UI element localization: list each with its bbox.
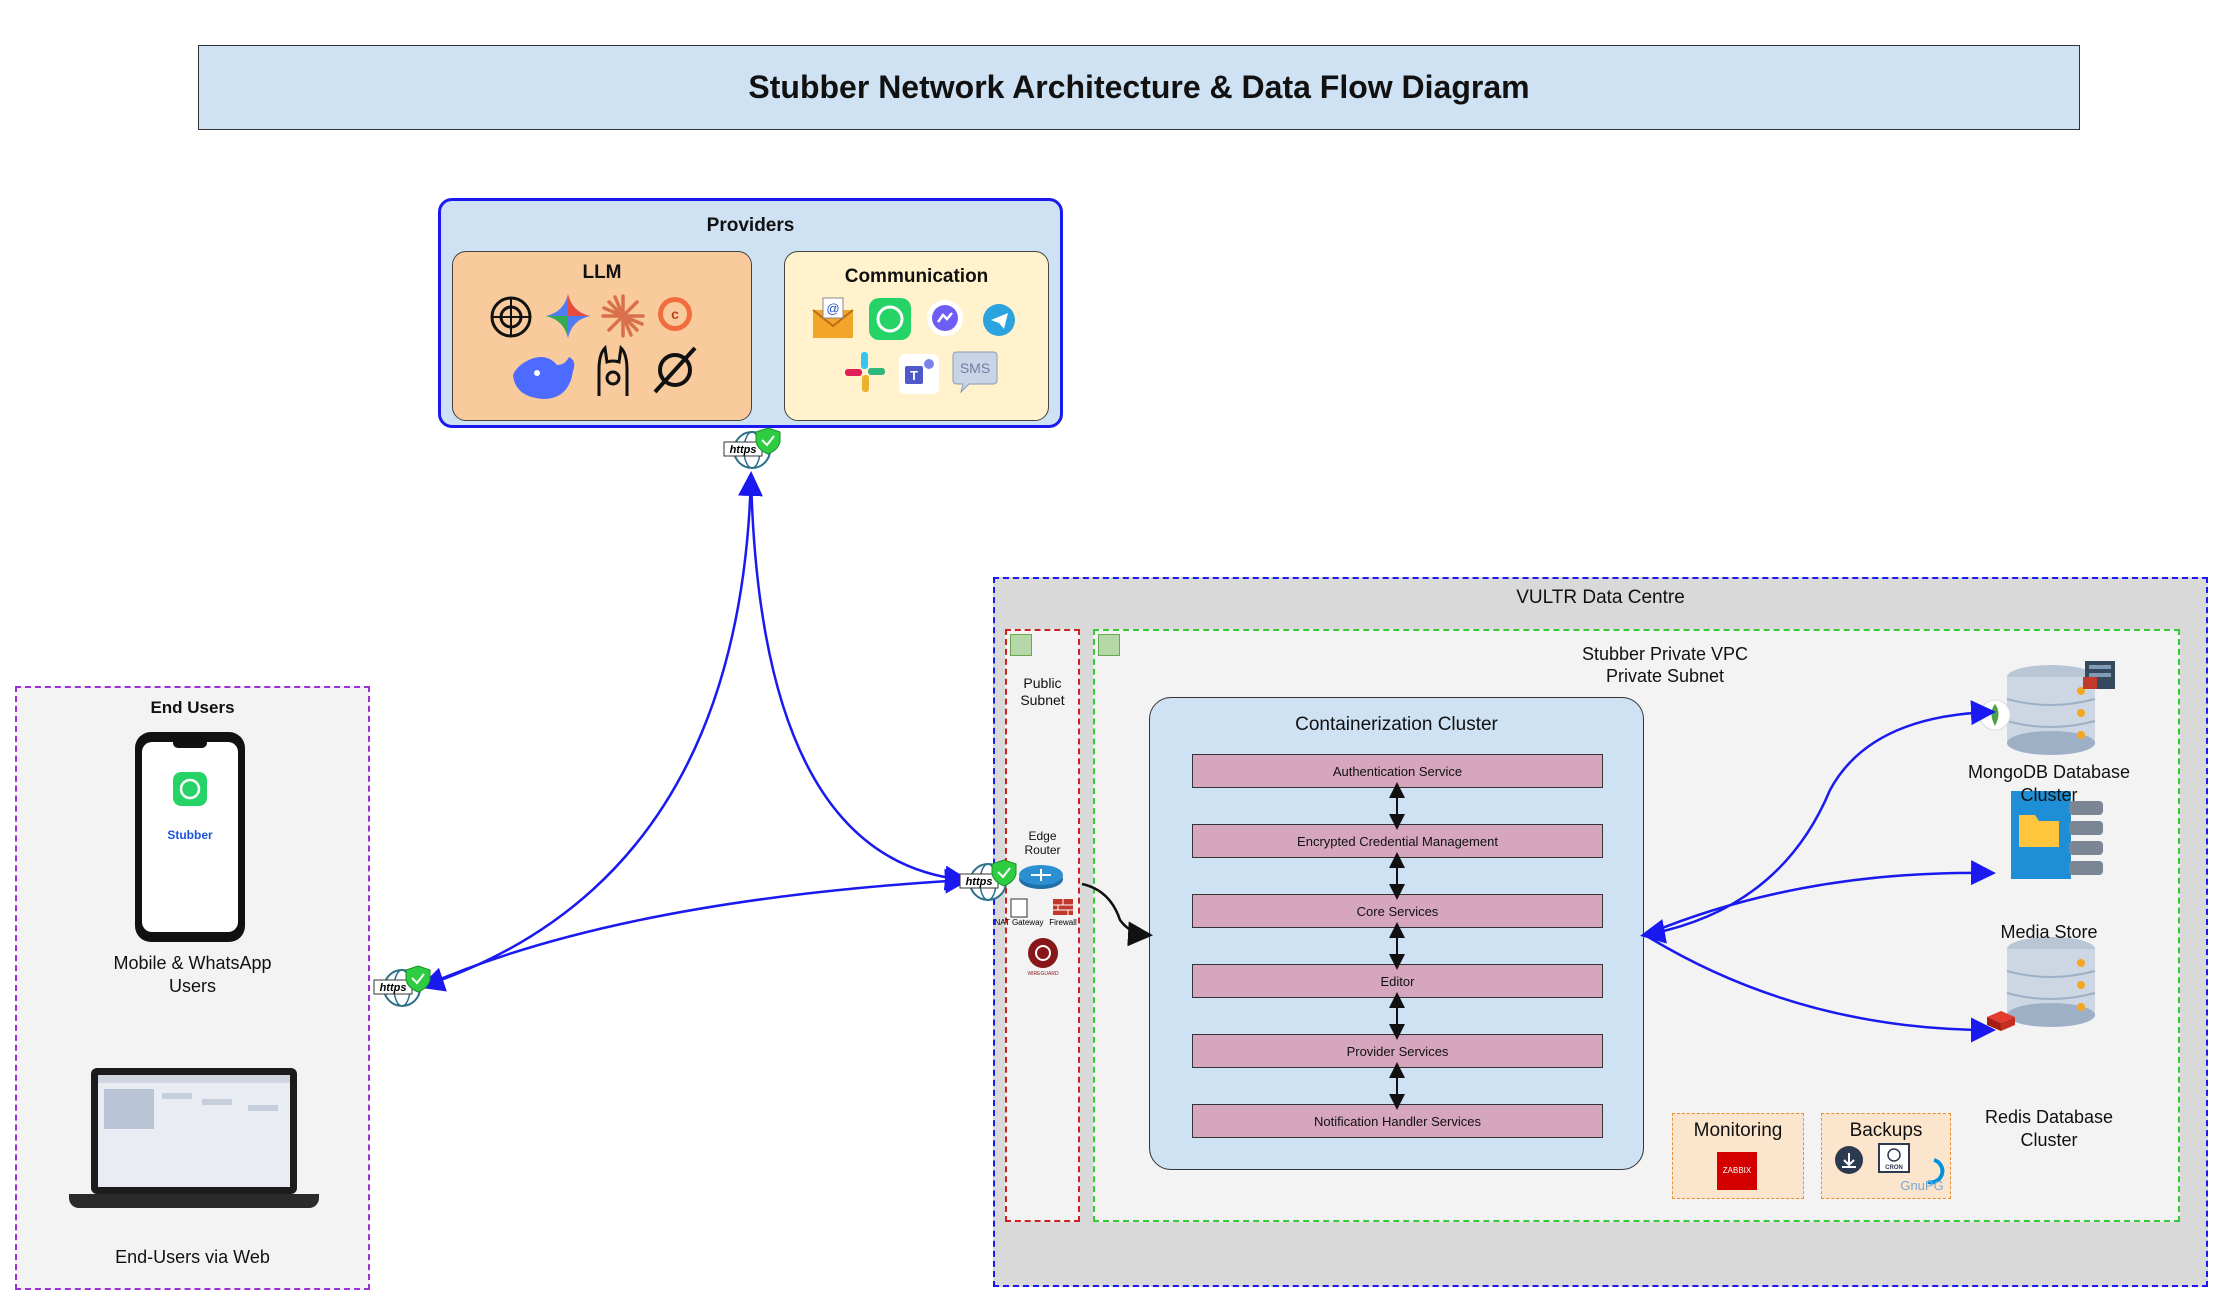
communication-group: Communication @: [784, 251, 1049, 421]
svg-text:NAT Gateway: NAT Gateway: [994, 918, 1043, 927]
monitoring-title: Monitoring: [1693, 1120, 1783, 1141]
backup-icons: CRON GnuPG: [1835, 1143, 1945, 1193]
stubber-logo: Stubber: [167, 828, 213, 842]
zabbix-icon: ZABBIX: [1717, 1152, 1757, 1190]
llm-title: LLM: [582, 262, 622, 283]
lock-icon: [1098, 634, 1120, 656]
deepseek-icon: [513, 357, 575, 399]
svg-text:https: https: [966, 876, 993, 888]
router-icon: [1019, 865, 1063, 889]
https-badge-edge: https: [959, 859, 1017, 901]
svg-text:Firewall: Firewall: [1049, 918, 1077, 927]
vultr-title: VULTR Data Centre: [1516, 587, 1685, 608]
svg-text:c: c: [671, 306, 679, 322]
claude-icon: [601, 294, 645, 338]
cluster-title: Containerization Cluster: [1295, 714, 1498, 735]
backup-download-icon: [1835, 1146, 1863, 1174]
email-icon: @: [812, 297, 854, 338]
wireguard-icon: [1028, 938, 1058, 968]
whatsapp-icon: [173, 772, 207, 806]
end-users-title: End Users: [150, 698, 235, 717]
messenger-icon: [927, 300, 963, 336]
https-badge-end-users: https: [373, 965, 431, 1007]
containerization-cluster: Containerization Cluster Authentication …: [1149, 697, 1644, 1170]
telegram-icon: [983, 304, 1015, 336]
communication-title: Communication: [844, 266, 989, 287]
firewall-icon: [1053, 899, 1073, 915]
service-arrows: [1389, 782, 1405, 1110]
svg-text:GnuPG: GnuPG: [1900, 1178, 1943, 1193]
ollama-icon: [597, 344, 629, 396]
nat-gateway-icon: [1010, 898, 1028, 918]
openai-icon: [490, 296, 532, 338]
edge-router-icons: NAT Gateway Firewall WIREGUARD: [994, 865, 1077, 977]
lock-icon: [1010, 634, 1032, 656]
llm-icons: c: [490, 294, 697, 399]
providers-title: Providers: [706, 215, 795, 236]
sms-icon: SMS: [952, 351, 998, 394]
backups-title: Backups: [1849, 1120, 1923, 1141]
monitoring-group: Monitoring ZABBIX: [1672, 1113, 1804, 1199]
svg-text:SMS: SMS: [960, 360, 990, 376]
providers-group: Providers LLM c: [438, 198, 1063, 428]
laptop-image: [91, 1068, 297, 1194]
web-users-caption: End-Users via Web: [115, 1247, 270, 1267]
cron-icon: CRON: [1878, 1143, 1910, 1173]
mobile-phone-image: Stubber: [135, 732, 245, 942]
mongodb-database-icon: [2006, 665, 2096, 755]
svg-text:@: @: [826, 301, 839, 316]
gemini-icon: [546, 294, 590, 338]
gnupg-icon: GnuPG: [1900, 1158, 1945, 1193]
communication-icons: @ T: [812, 297, 1015, 394]
redis-database-icon: [2006, 937, 2096, 1027]
teams-icon: T: [899, 354, 939, 394]
svg-text:CRON: CRON: [1885, 1165, 1903, 1171]
whatsapp-icon: [869, 298, 911, 340]
secure-server-icon: [2083, 661, 2115, 689]
svg-text:WIREGUARD: WIREGUARD: [1027, 971, 1059, 977]
cohere-icon: c: [658, 297, 692, 331]
svg-text:https: https: [730, 444, 757, 456]
diagram-title: Stubber Network Architecture & Data Flow…: [198, 45, 2080, 130]
https-badge-providers: https: [723, 427, 781, 469]
svg-text:T: T: [910, 368, 918, 383]
backups-group: Backups CRON GnuPG: [1821, 1113, 1951, 1199]
media-store-icon: [2011, 791, 2103, 879]
svg-text:https: https: [380, 982, 407, 994]
media-store-label: Media Store: [2000, 922, 2098, 942]
llm-group: LLM c: [452, 251, 752, 421]
grok-icon: [653, 346, 697, 394]
slack-icon: [845, 352, 885, 392]
